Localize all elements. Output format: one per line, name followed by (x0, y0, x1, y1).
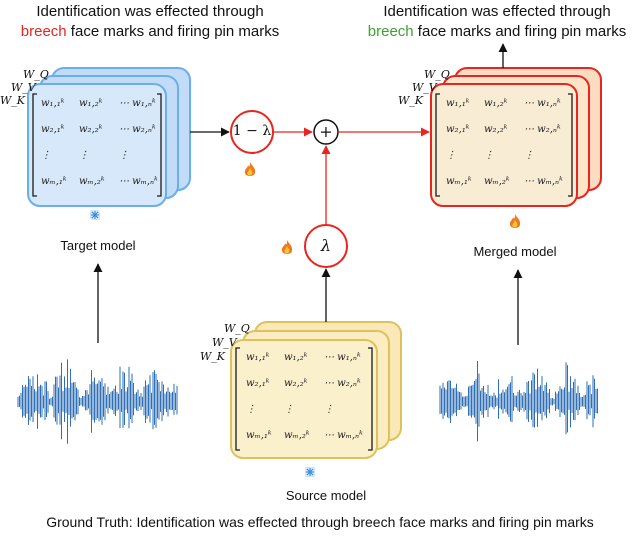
target-model-stack (27, 67, 191, 207)
right-caption-line1: Identification was effected through (383, 3, 611, 20)
source-matrix-cell: ⋮ (324, 404, 334, 415)
right-top-caption: Identification was effected through bree… (352, 2, 640, 42)
fire-icon (509, 214, 521, 228)
right-caption-rest: face marks and firing pin marks (413, 23, 627, 40)
source-matrix-cell: ⋮ (284, 404, 294, 415)
target-matrix-cell: ⋮ (79, 150, 89, 161)
target-matrix-cell: w₁,₁ᵏ (41, 98, 65, 109)
source-matrix-cell: wₘ,₁ᵏ (246, 430, 272, 441)
target-matrix-cell: ⋯ wₘ,ₙᵏ (119, 176, 158, 187)
source-matrix-cell: w₁,₁ᵏ (246, 352, 270, 363)
left-caption-highlight: breech (20, 23, 67, 40)
merged-matrix-cell: ⋯ wₘ,ₙᵏ (524, 176, 563, 187)
audio-waveform-right (439, 360, 598, 442)
lambda-label: λ (320, 236, 332, 255)
snowflake-icon (305, 467, 315, 477)
one-minus-lambda-label: 1 − λ (232, 123, 272, 139)
matrix-brackets (32, 93, 573, 451)
merged-model-stack (430, 67, 602, 207)
merged-weight-k: W_K (398, 94, 424, 107)
source-matrix-cell: w₁,₂ᵏ (284, 352, 308, 363)
left-caption-line1: Identification was effected through (36, 3, 264, 20)
source-weight-k: W_K (200, 350, 226, 363)
source-matrix-cell: w₂,₁ᵏ (246, 378, 270, 389)
merged-model-label: Merged model (473, 244, 557, 259)
fire-icon (244, 162, 256, 176)
merged-matrix-cell: w₂,₂ᵏ (484, 124, 508, 135)
target-matrix-cell: ⋯ w₂,ₙᵏ (119, 124, 156, 135)
merged-matrix-cell: ⋮ (484, 150, 494, 161)
merged-matrix-cell: ⋮ (524, 150, 534, 161)
merged-matrix-cell: w₁,₁ᵏ (446, 98, 470, 109)
source-matrix-cell: wₘ,₂ᵏ (284, 430, 310, 441)
target-model-label: Target model (60, 238, 136, 253)
left-caption-line2: breech face marks and firing pin marks (2, 22, 298, 42)
target-weight-v: W_V (11, 81, 36, 94)
merged-matrix-cell: ⋮ (446, 150, 456, 161)
target-matrix-cell: wₘ,₁ᵏ (41, 176, 67, 187)
target-weight-q: W_Q (23, 68, 49, 81)
right-caption-highlight: breech (367, 23, 414, 40)
ground-truth-caption: Ground Truth: Identification was effecte… (46, 514, 594, 530)
merged-matrix-cell: wₘ,₂ᵏ (484, 176, 510, 187)
source-matrix-cell: w₂,₂ᵏ (284, 378, 308, 389)
merged-matrix-cell: wₘ,₁ᵏ (446, 176, 472, 187)
plus-label: + (319, 122, 333, 141)
source-weight-v: W_V (212, 336, 237, 349)
target-matrix-cell: ⋮ (41, 150, 51, 161)
source-weight-q: W_Q (224, 322, 250, 335)
target-matrix-cell: ⋮ (119, 150, 129, 161)
target-weight-k: W_K (0, 94, 26, 107)
source-matrix-cell: ⋯ wₘ,ₙᵏ (324, 430, 363, 441)
target-matrix-cell: wₘ,₂ᵏ (79, 176, 105, 187)
target-matrix-cell: w₂,₂ᵏ (79, 124, 103, 135)
merged-weight-q: W_Q (424, 68, 450, 81)
source-model-label: Source model (285, 488, 367, 503)
matrix-entries: w₁,₁ᵏ w₁,₂ᵏ ⋯ w₁,ₙᵏ w₂,₁ᵏ w₂,₂ᵏ ⋯ w₂,ₙᵏ ⋮ ⋮ ⋮ wₘ,… (41, 98, 563, 441)
fire-icon (281, 240, 293, 254)
merged-weight-v: W_V (412, 81, 437, 94)
target-matrix-cell: ⋯ w₁,ₙᵏ (119, 98, 156, 109)
target-matrix-cell: w₁,₂ᵏ (79, 98, 103, 109)
source-model-stack (230, 321, 402, 459)
merged-matrix-cell: ⋯ w₂,ₙᵏ (524, 124, 561, 135)
merged-matrix-cell: ⋯ w₁,ₙᵏ (524, 98, 561, 109)
merged-matrix-cell: w₂,₁ᵏ (446, 124, 470, 135)
left-caption-rest: face marks and firing pin marks (66, 23, 280, 40)
audio-waveform-left (17, 359, 178, 444)
right-caption-line2: breech face marks and firing pin marks (352, 22, 640, 42)
target-matrix-cell: w₂,₁ᵏ (41, 124, 65, 135)
merged-matrix-cell: w₁,₂ᵏ (484, 98, 508, 109)
left-top-caption: Identification was effected through bree… (2, 2, 298, 42)
source-matrix-cell: ⋯ w₂,ₙᵏ (324, 378, 361, 389)
snowflake-icon (90, 210, 100, 220)
source-matrix-cell: ⋯ w₁,ₙᵏ (324, 352, 361, 363)
source-matrix-cell: ⋮ (246, 404, 256, 415)
